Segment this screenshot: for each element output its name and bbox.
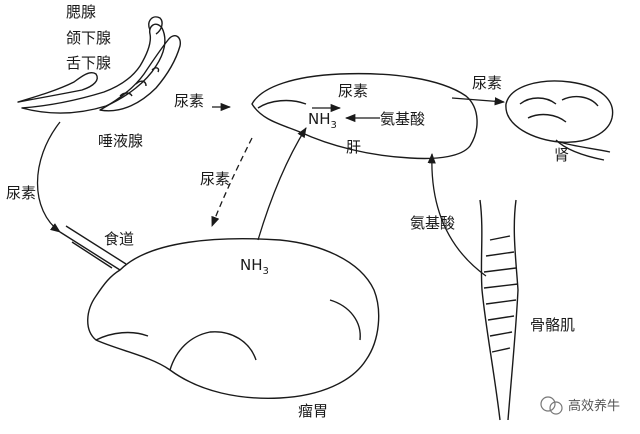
arrow-saliva-to-esophagus — [36, 121, 61, 233]
liver-drawing — [251, 72, 478, 160]
arrow-urea-to-kidney — [451, 97, 506, 106]
label-liver: 肝 — [346, 138, 361, 156]
label-urea-diagonal: 尿素 — [200, 170, 230, 188]
label-nh3-liver: NH3 — [308, 110, 337, 131]
label-urea-to-saliva: 尿素 — [174, 92, 204, 110]
label-salivary-glands: 唾液腺 — [98, 132, 143, 150]
skeletal-muscle-drawing — [479, 199, 519, 421]
salivary-glands-drawing — [17, 16, 182, 114]
watermark-text: 高效养牛 — [568, 398, 620, 414]
label-parotid: 腮腺 — [66, 3, 96, 21]
arrow-urea-to-rumen — [211, 137, 253, 227]
label-sublingual: 舌下腺 — [66, 54, 111, 72]
label-submandibular: 颌下腺 — [66, 29, 111, 47]
liver-lobe-line — [257, 99, 307, 109]
label-urea-to-kidney: 尿素 — [472, 74, 502, 92]
wechat-icon-bubble — [549, 401, 563, 415]
arrow-rumen-nh3-to-liver — [257, 127, 307, 241]
label-amino-acid-liver: 氨基酸 — [380, 110, 425, 128]
label-urea-left: 尿素 — [6, 184, 36, 202]
esophagus-drawing — [59, 225, 127, 271]
kidney-drawing — [505, 80, 614, 161]
arrow-muscle-amino-to-liver — [427, 152, 487, 277]
watermark: 高效养牛 — [540, 396, 620, 415]
label-nh3-rumen: NH3 — [240, 256, 269, 277]
label-urea-liver: 尿素 — [338, 82, 368, 100]
wechat-icon — [540, 396, 556, 412]
label-rumen: 瘤胃 — [298, 402, 328, 420]
label-kidney: 肾 — [554, 146, 569, 164]
rumen-drawing — [87, 238, 380, 399]
label-amino-acid-muscle: 氨基酸 — [410, 214, 455, 232]
label-skeletal-muscle: 骨骼肌 — [530, 316, 575, 334]
label-esophagus: 食道 — [104, 230, 134, 248]
